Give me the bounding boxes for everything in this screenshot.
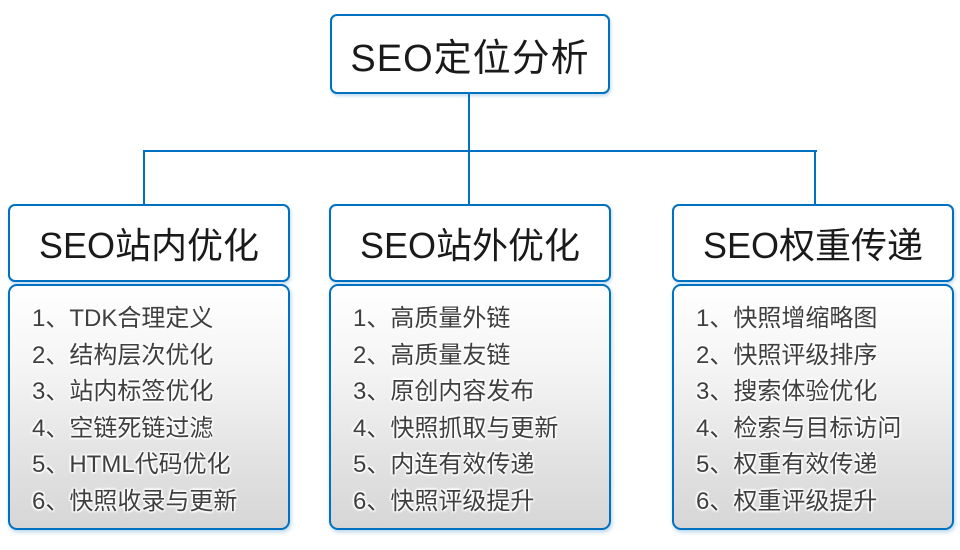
branch-item-list: 1、快照增缩略图 2、快照评级排序 3、搜索体验优化 4、检索与目标访问 5、权… (696, 301, 944, 520)
branch-body-offsite: 1、高质量外链 2、高质量友链 3、原创内容发布 4、快照抓取与更新 5、内连有… (329, 284, 611, 530)
list-item: 5、内连有效传递 (353, 451, 535, 478)
branch-title: SEO站外优化 (359, 225, 581, 266)
list-item: 1、TDK合理定义 (32, 305, 214, 332)
branch-header-weight: SEO权重传递 (672, 204, 954, 282)
branch-item-list: 1、高质量外链 2、高质量友链 3、原创内容发布 4、快照抓取与更新 5、内连有… (353, 301, 601, 520)
connector-horizontal-bar (143, 150, 817, 152)
list-item: 2、快照评级排序 (696, 341, 878, 369)
connector-drop-left (143, 150, 145, 205)
connector-root-stem (468, 94, 470, 151)
list-item: 4、快照抓取与更新 (353, 414, 559, 442)
list-item: 6、快照收录与更新 (32, 487, 238, 515)
branch-body-onsite: 1、TDK合理定义 2、结构层次优化 3、站内标签优化 4、空链死链过滤 5、H… (8, 284, 290, 530)
root-node-title: SEO定位分析 (350, 37, 590, 80)
list-item: 3、搜索体验优化 (696, 378, 878, 405)
list-item: 6、权重评级提升 (696, 487, 878, 515)
list-item: 2、结构层次优化 (32, 341, 214, 369)
branch-header-onsite: SEO站内优化 (8, 204, 290, 282)
connector-drop-middle (468, 150, 470, 205)
branch-item-list: 1、TDK合理定义 2、结构层次优化 3、站内标签优化 4、空链死链过滤 5、H… (32, 301, 280, 520)
connector-drop-right (814, 150, 816, 205)
list-item: 4、检索与目标访问 (696, 414, 902, 442)
root-node-seo-positioning: SEO定位分析 (330, 14, 610, 94)
branch-header-offsite: SEO站外优化 (329, 204, 611, 282)
list-item: 5、权重有效传递 (696, 451, 878, 478)
list-item: 3、站内标签优化 (32, 378, 214, 405)
list-item: 2、高质量友链 (353, 341, 511, 369)
list-item: 6、快照评级提升 (353, 487, 535, 515)
list-item: 3、原创内容发布 (353, 378, 535, 405)
list-item: 4、空链死链过滤 (32, 414, 214, 442)
list-item: 1、快照增缩略图 (696, 305, 878, 332)
branch-title: SEO权重传递 (702, 225, 924, 266)
branch-body-weight: 1、快照增缩略图 2、快照评级排序 3、搜索体验优化 4、检索与目标访问 5、权… (672, 284, 954, 530)
branch-title: SEO站内优化 (38, 225, 260, 266)
list-item: 5、HTML代码优化 (32, 451, 231, 478)
list-item: 1、高质量外链 (353, 305, 511, 332)
